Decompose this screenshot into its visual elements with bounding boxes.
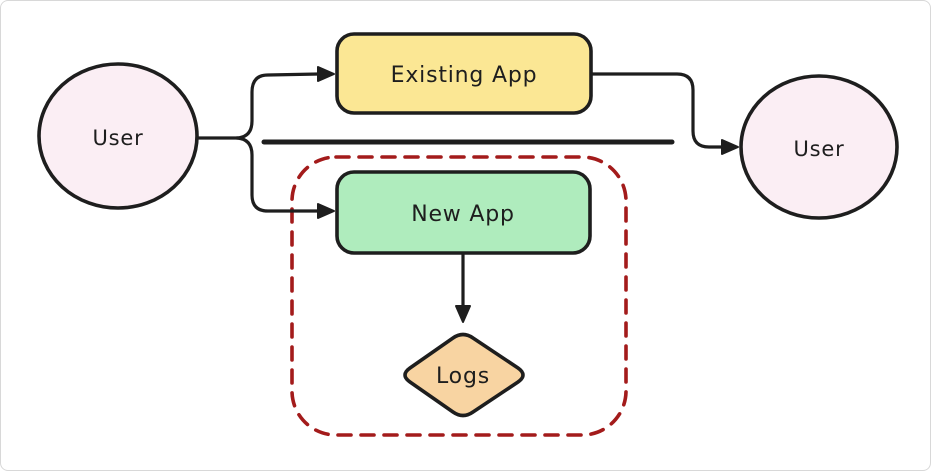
edge-existing-app-to-user-right — [589, 72, 724, 149]
existing-app-label: Existing App — [391, 63, 538, 88]
dashed-boundary-box — [290, 155, 628, 437]
arrowhead-to-existing-app — [317, 66, 335, 82]
user-left-label: User — [92, 126, 143, 150]
edge-user-left-to-existing-app — [235, 72, 321, 140]
arrowhead-to-new-app — [317, 203, 335, 219]
logs-label: Logs — [436, 364, 490, 389]
node-user-right — [739, 74, 899, 220]
edge-user-left-to-new-app — [235, 136, 321, 213]
node-existing-app — [335, 32, 593, 115]
node-user-left — [37, 62, 199, 210]
node-new-app — [335, 170, 592, 255]
node-logs — [403, 332, 525, 418]
new-app-label: New App — [411, 202, 515, 227]
arrowhead-to-user-right — [721, 139, 739, 155]
arrowhead-to-logs — [455, 305, 471, 323]
user-right-label: User — [793, 137, 844, 161]
